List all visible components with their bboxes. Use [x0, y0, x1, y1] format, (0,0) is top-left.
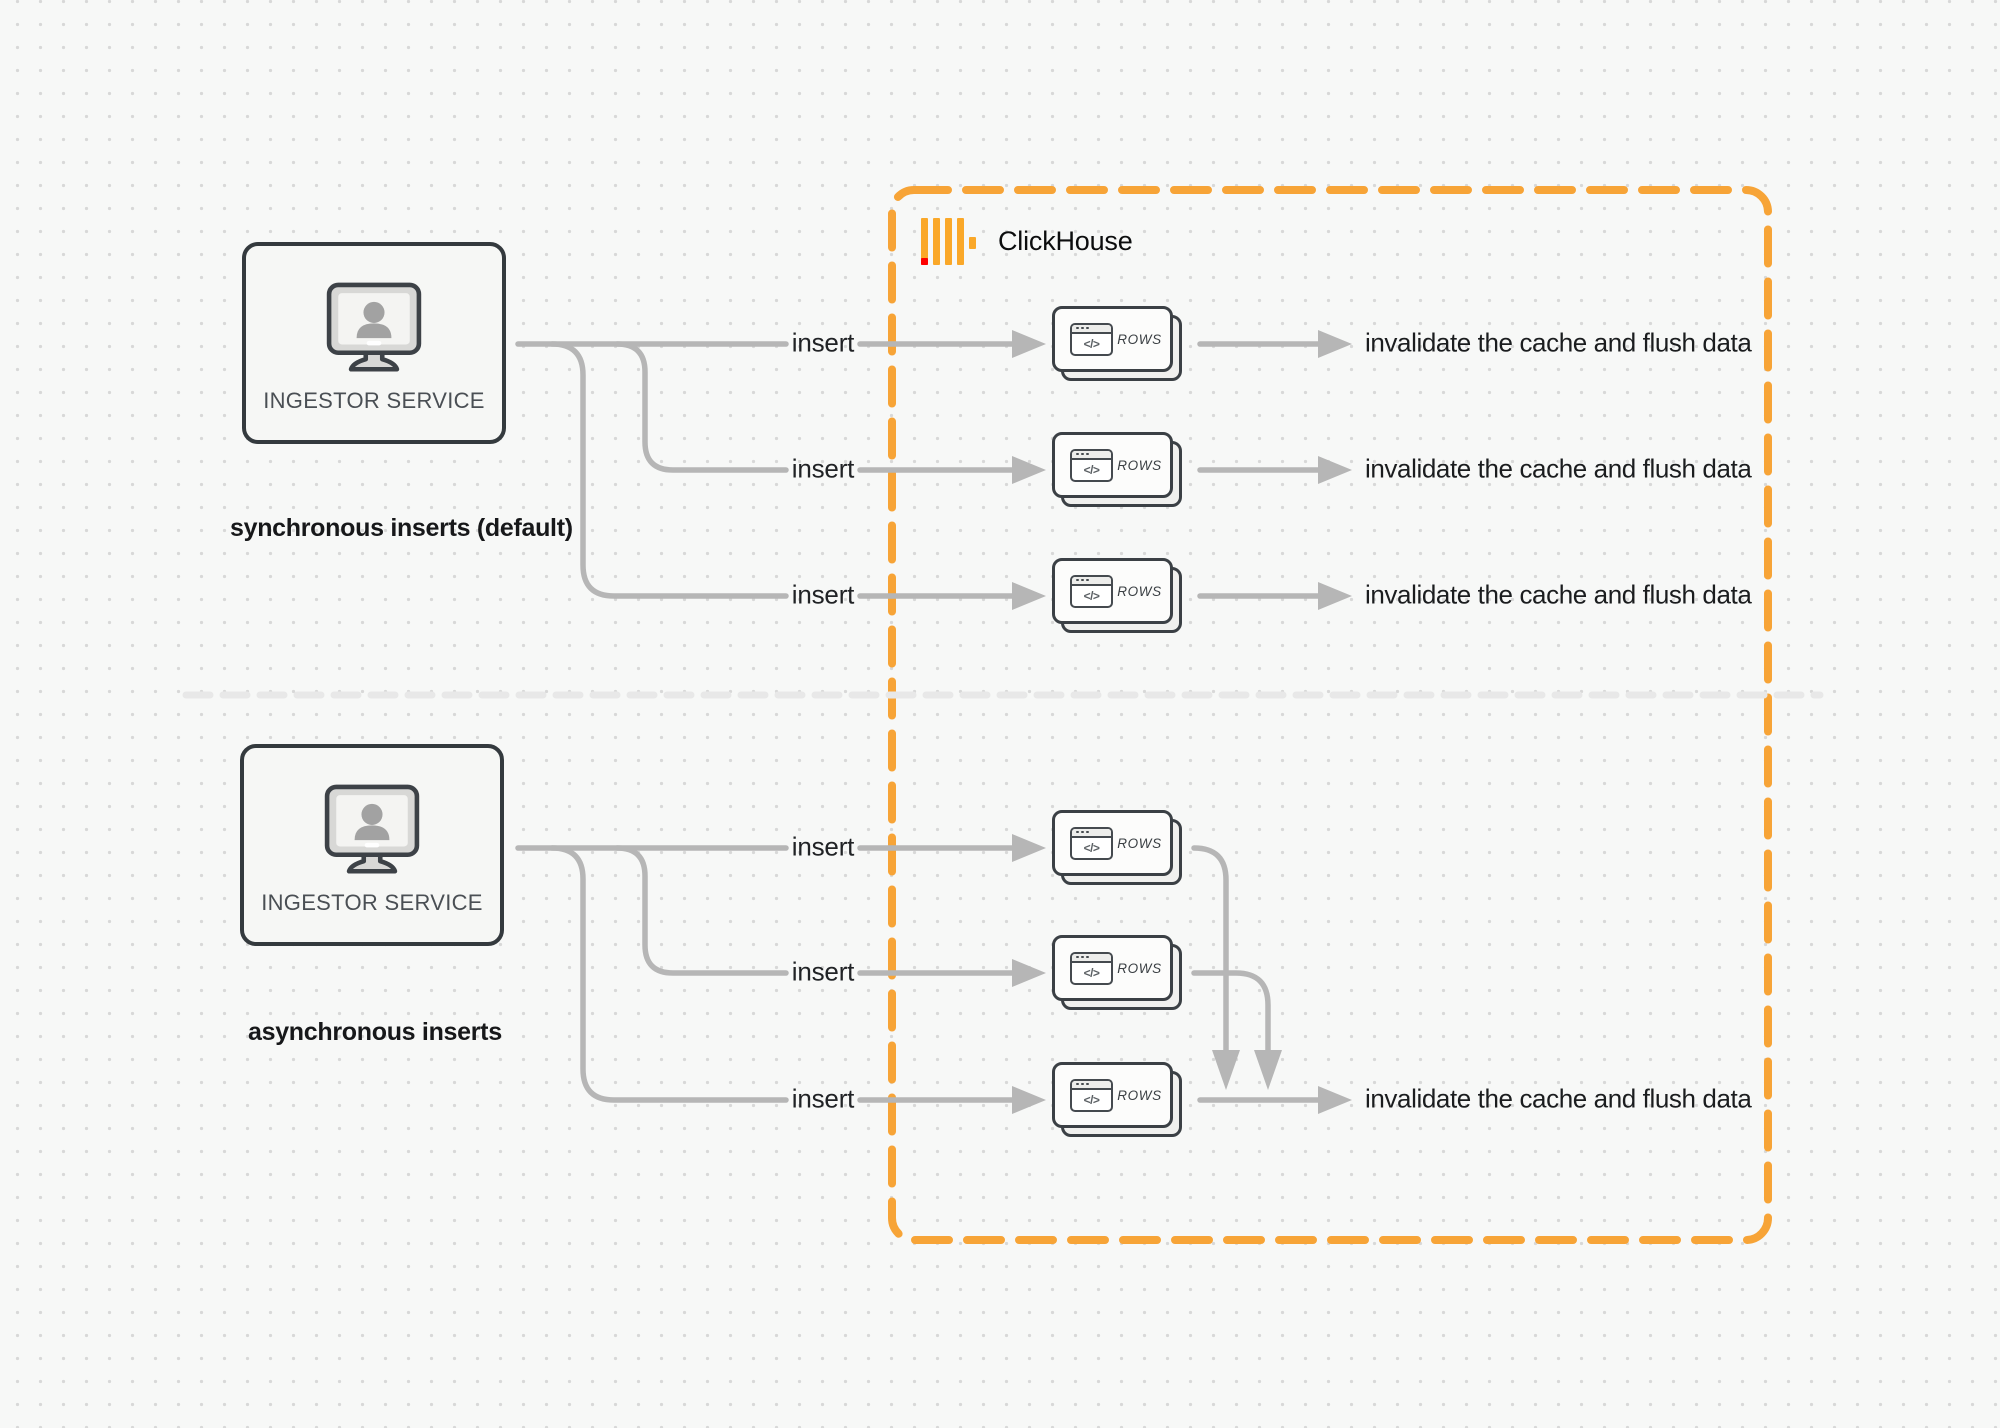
result-label: invalidate the cache and flush data — [1365, 453, 1752, 484]
workstation-icon — [324, 784, 420, 874]
rows-card-label: ROWS — [1117, 331, 1162, 347]
ingestor-service-label: INGESTOR SERVICE — [263, 388, 485, 413]
clickhouse-logo-text: ClickHouse — [998, 226, 1133, 256]
rows-card-label: ROWS — [1117, 583, 1162, 599]
rows-card: </> ROWS — [1052, 432, 1182, 507]
rows-card: </> ROWS — [1052, 306, 1182, 381]
connector-lines — [515, 341, 1321, 1103]
workstation-icon — [326, 282, 422, 372]
code-window-icon: </> — [1070, 1078, 1113, 1112]
result-label: invalidate the cache and flush data — [1365, 1083, 1752, 1114]
clickhouse-logo: ClickHouse — [921, 218, 1133, 265]
ingestor-service-label: INGESTOR SERVICE — [261, 890, 483, 915]
ingestor-service-box-sync: INGESTOR SERVICE — [242, 242, 506, 444]
clickhouse-boundary — [888, 186, 1772, 1244]
insert-label: insert — [791, 1083, 855, 1114]
rows-card: </> ROWS — [1052, 810, 1182, 885]
code-window-icon: </> — [1070, 322, 1113, 356]
rows-card-label: ROWS — [1117, 960, 1162, 976]
rows-card-label: ROWS — [1117, 457, 1162, 473]
result-label: invalidate the cache and flush data — [1365, 327, 1752, 358]
ingestor-service-box-async: INGESTOR SERVICE — [240, 744, 504, 946]
code-window-icon: </> — [1070, 448, 1113, 482]
code-window-icon: </> — [1070, 574, 1113, 608]
code-window-icon: </> — [1070, 951, 1113, 985]
async-section-caption: asynchronous inserts — [248, 1018, 502, 1046]
rows-card-label: ROWS — [1117, 1087, 1162, 1103]
insert-label: insert — [791, 956, 855, 987]
insert-label: insert — [791, 327, 855, 358]
insert-label: insert — [791, 831, 855, 862]
code-window-icon: </> — [1070, 826, 1113, 860]
rows-card: </> ROWS — [1052, 1062, 1182, 1137]
insert-label: insert — [791, 579, 855, 610]
insert-label: insert — [791, 453, 855, 484]
rows-card: </> ROWS — [1052, 558, 1182, 633]
sync-section-caption: synchronous inserts (default) — [230, 514, 573, 542]
rows-card: </> ROWS — [1052, 935, 1182, 1010]
result-label: invalidate the cache and flush data — [1365, 579, 1752, 610]
rows-card-label: ROWS — [1117, 835, 1162, 851]
clickhouse-logo-icon — [921, 218, 976, 265]
arrow-heads — [1012, 330, 1352, 1114]
